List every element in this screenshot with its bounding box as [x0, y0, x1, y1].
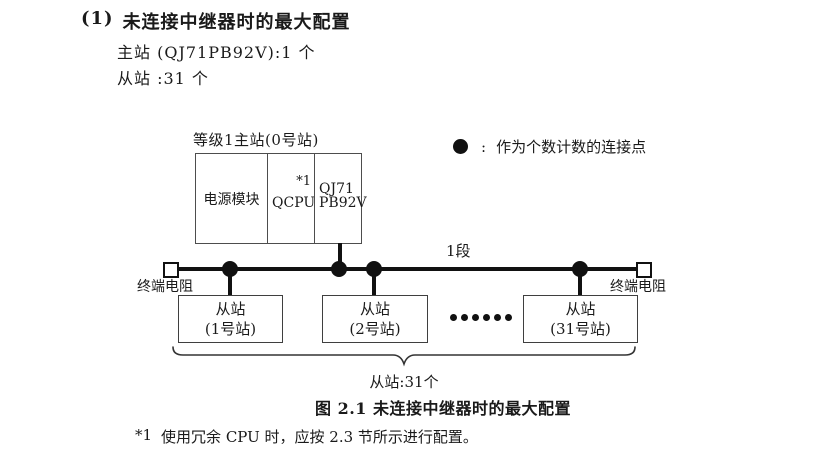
slave31-drop-line: [578, 269, 582, 296]
section-heading: (1) 未连接中继器时的最大配置: [81, 8, 351, 34]
master-station-box: 电源模块 *1 QCPU QJ71 PB92V: [195, 153, 367, 244]
terminator-left-icon: [163, 262, 179, 278]
footnote: *1 使用冗余 CPU 时，应按 2.3 节所示进行配置。: [135, 426, 478, 447]
slave2-drop-line: [372, 269, 376, 296]
slave-station-box-31: 从站 (31号站): [523, 295, 638, 343]
figure-caption: 图 2.1 未连接中继器时的最大配置: [315, 399, 571, 418]
slave-spec-line: 从站 :31 个: [117, 69, 209, 88]
slave-station-number: (2号站): [349, 320, 401, 338]
pb92v-line1: QJ71: [319, 181, 354, 197]
segment-label: 1段: [446, 242, 471, 260]
master-station-label: 等级1主站(0号站): [193, 131, 319, 149]
brace-icon: [172, 346, 636, 367]
cpu-module-name: QCPU: [272, 195, 316, 211]
slave1-drop-line: [228, 269, 232, 296]
section-title: 未连接中继器时的最大配置: [122, 12, 351, 33]
pb92v-module-cell: QJ71 PB92V: [314, 154, 367, 243]
connection-dot-icon: [331, 261, 347, 277]
pb92v-line2: PB92V: [319, 195, 367, 211]
connection-dot-icon: [366, 261, 382, 277]
slave-name: 从站: [215, 299, 246, 318]
slave-name: 从站: [565, 299, 596, 318]
bus-line: [175, 267, 638, 271]
connection-dot-icon: [572, 261, 588, 277]
footnote-text: 使用冗余 CPU 时，应按 2.3 节所示进行配置。: [161, 428, 478, 446]
slave-count-label: 从站:31个: [369, 373, 439, 391]
slave-station-number: (31号站): [550, 320, 611, 338]
slave-name: 从站: [359, 299, 390, 318]
connection-point-dot-icon: [453, 139, 468, 154]
legend: : 作为个数计数的连接点: [453, 136, 646, 157]
master-drop-line: [338, 243, 342, 269]
terminator-left-label: 终端电阻: [137, 279, 193, 295]
legend-separator: :: [481, 137, 487, 156]
cpu-footnote-marker: *1: [296, 174, 311, 189]
slave-station-number: (1号站): [204, 320, 257, 338]
master-spec-line: 主站 (QJ71PB92V):1 个: [117, 43, 316, 62]
cpu-module-cell: *1 QCPU: [267, 154, 316, 243]
legend-label: 作为个数计数的连接点: [496, 138, 647, 156]
terminator-right-label: 终端电阻: [610, 279, 666, 295]
section-number: (1): [81, 8, 114, 29]
ellipsis-dots-icon: [450, 314, 512, 321]
power-module-cell: 电源模块: [203, 191, 260, 208]
connection-dot-icon: [222, 261, 238, 277]
terminator-right-icon: [636, 262, 652, 278]
slave-station-box-2: 从站 (2号站): [322, 295, 428, 343]
slave-station-box-1: 从站 (1号站): [178, 295, 283, 343]
footnote-marker: *1: [135, 426, 153, 444]
